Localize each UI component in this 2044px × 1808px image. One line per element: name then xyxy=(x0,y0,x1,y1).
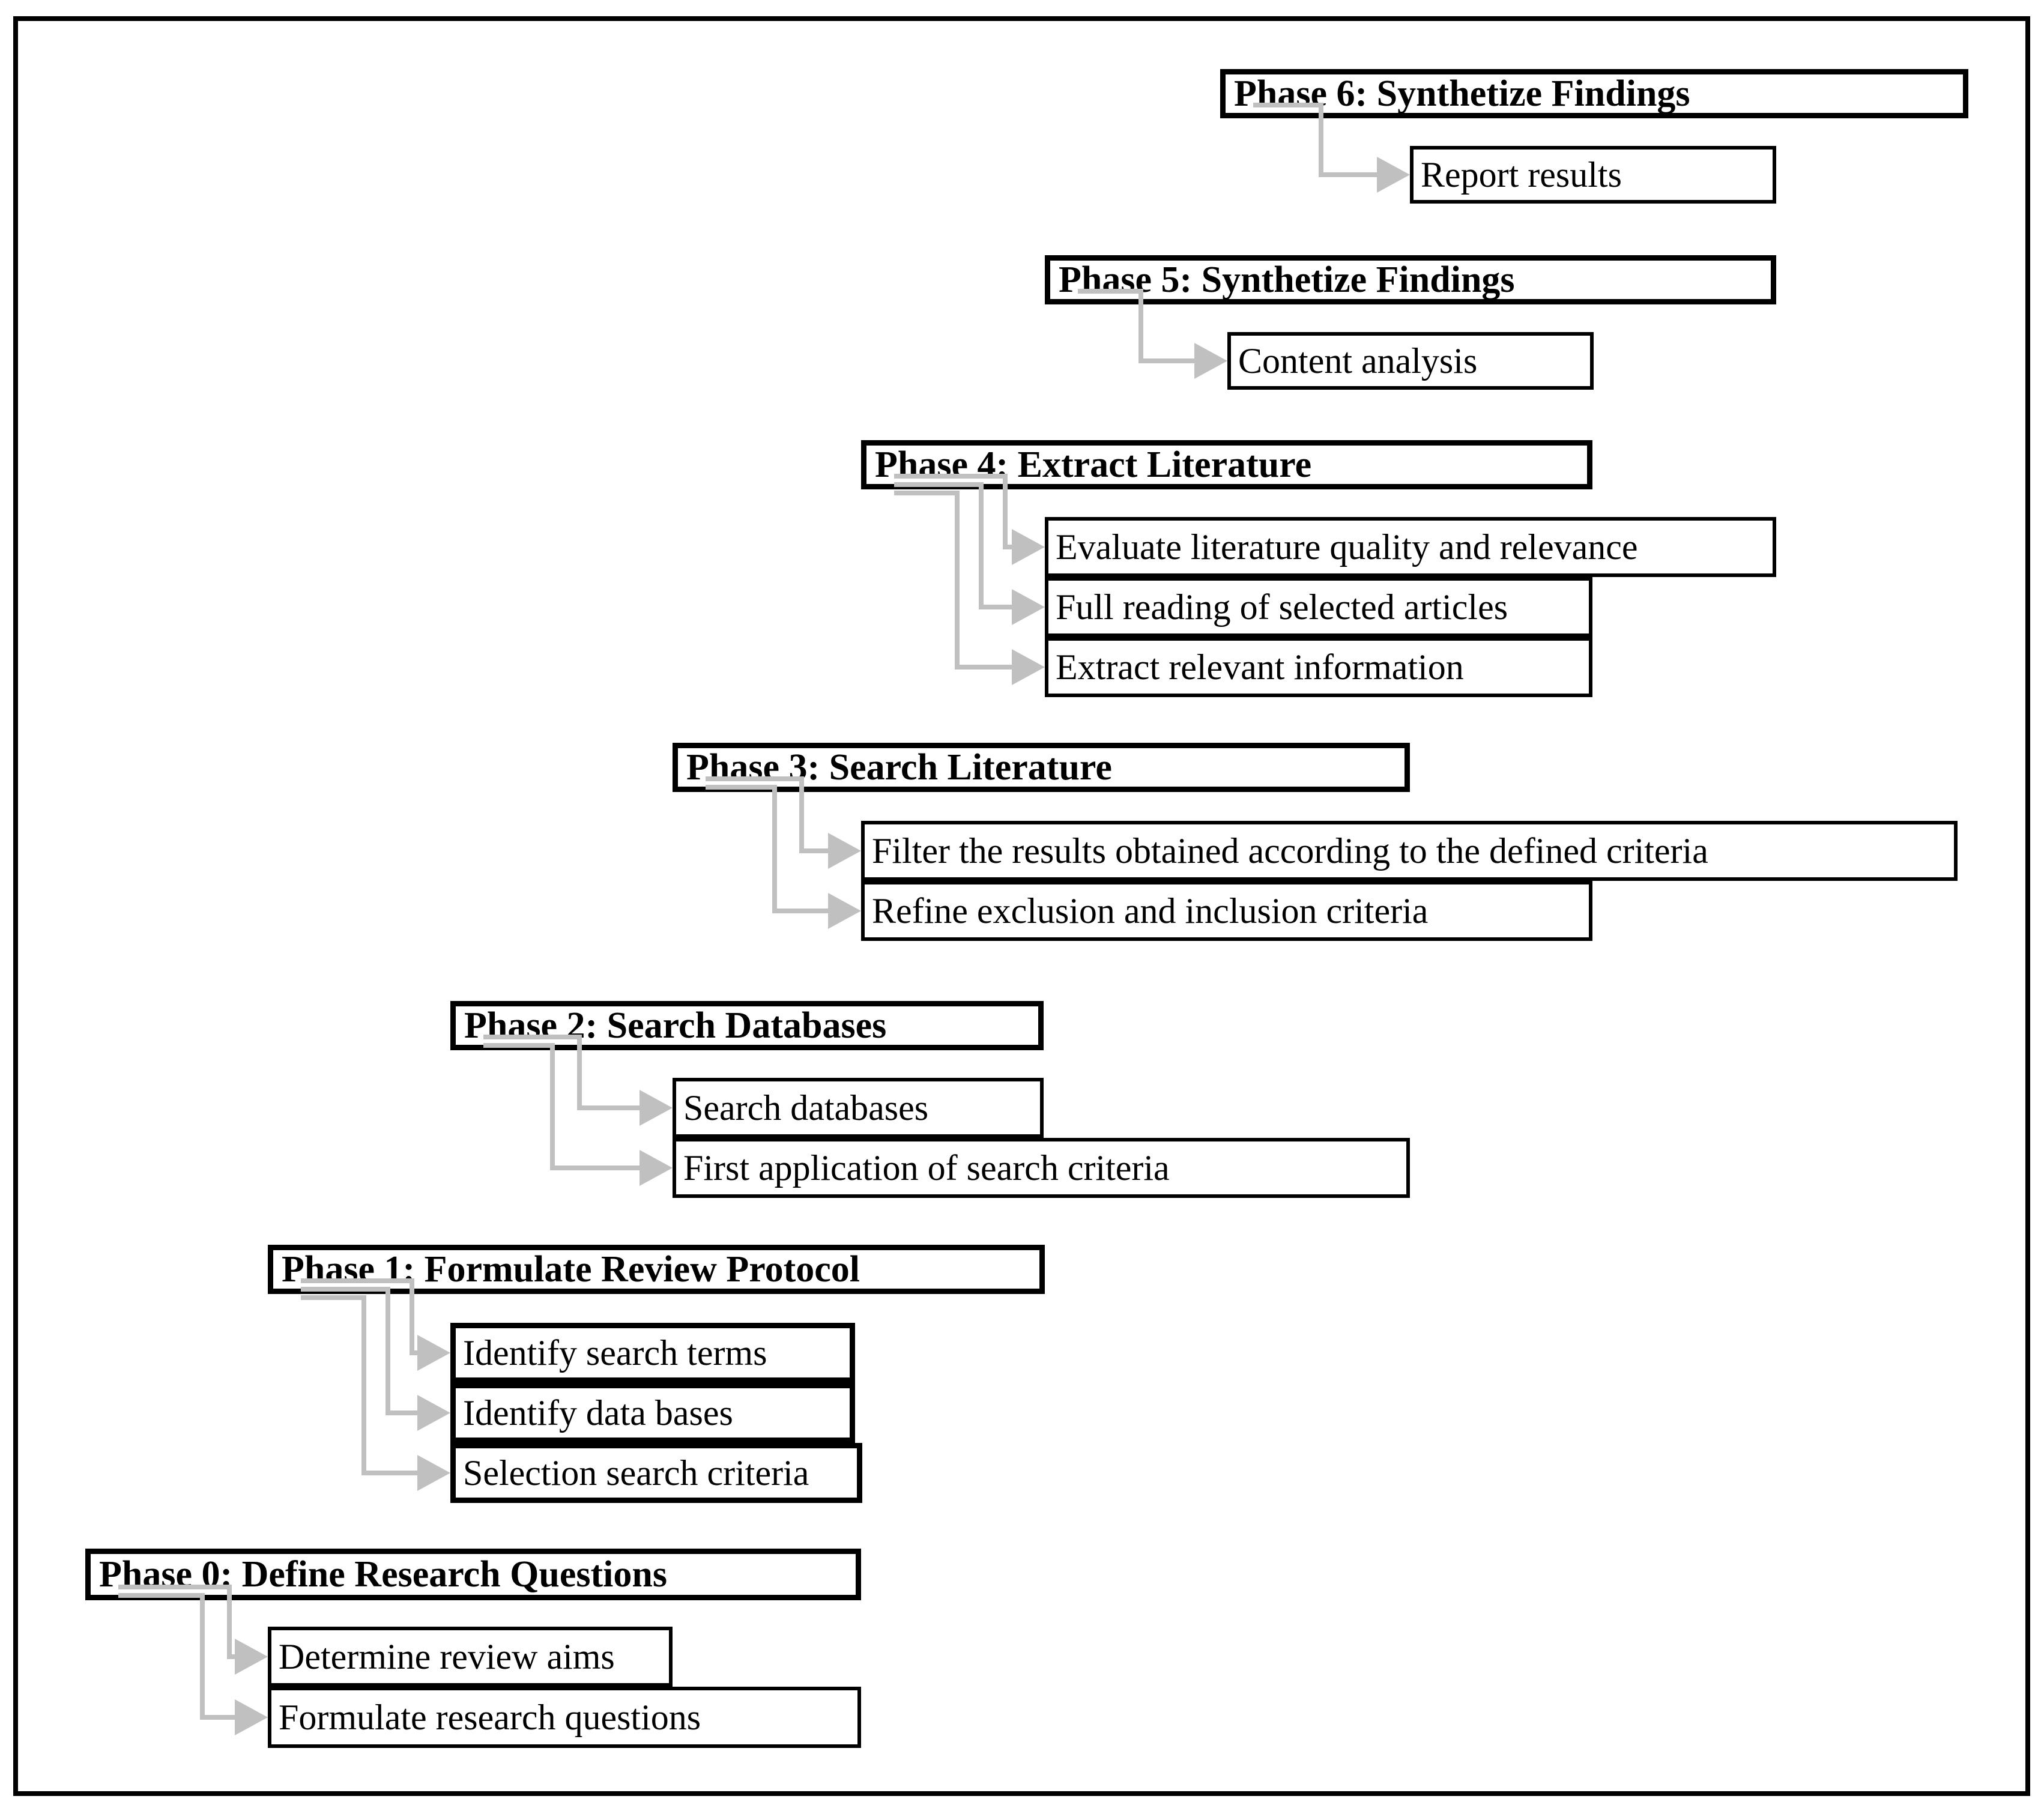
task-box-refine-criteria: Refine exclusion and inclusion criteria xyxy=(861,881,1592,941)
phase-box-3: Phase 3: Search Literature xyxy=(673,743,1410,792)
task-box-extract-information: Extract relevant information xyxy=(1045,637,1592,697)
task-box-full-reading: Full reading of selected articles xyxy=(1045,577,1592,637)
phase-box-1: Phase 1: Formulate Review Protocol xyxy=(268,1245,1045,1294)
task-box-filter-results: Filter the results obtained according to… xyxy=(861,821,1958,881)
task-box-identify-search-terms: Identify search terms xyxy=(450,1323,855,1383)
task-box-determine-review-aims: Determine review aims xyxy=(268,1627,673,1687)
task-box-report-results: Report results xyxy=(1410,146,1776,204)
task-box-first-application: First application of search criteria xyxy=(673,1138,1410,1198)
task-box-evaluate-literature-quality: Evaluate literature quality and relevanc… xyxy=(1045,517,1776,577)
phase-box-6: Phase 6: Synthetize Findings xyxy=(1220,69,1968,118)
task-box-selection-search-criteria: Selection search criteria xyxy=(450,1443,862,1503)
phase-box-0: Phase 0: Define Research Questions xyxy=(85,1549,861,1600)
task-box-formulate-research-questions: Formulate research questions xyxy=(268,1687,861,1748)
phase-box-4: Phase 4: Extract Literature xyxy=(861,440,1592,489)
phase-box-2: Phase 2: Search Databases xyxy=(450,1001,1044,1050)
task-box-identify-data-bases: Identify data bases xyxy=(450,1383,855,1443)
phase-box-5: Phase 5: Synthetize Findings xyxy=(1045,255,1776,304)
task-box-content-analysis: Content analysis xyxy=(1227,332,1594,390)
task-box-search-databases: Search databases xyxy=(673,1078,1044,1138)
